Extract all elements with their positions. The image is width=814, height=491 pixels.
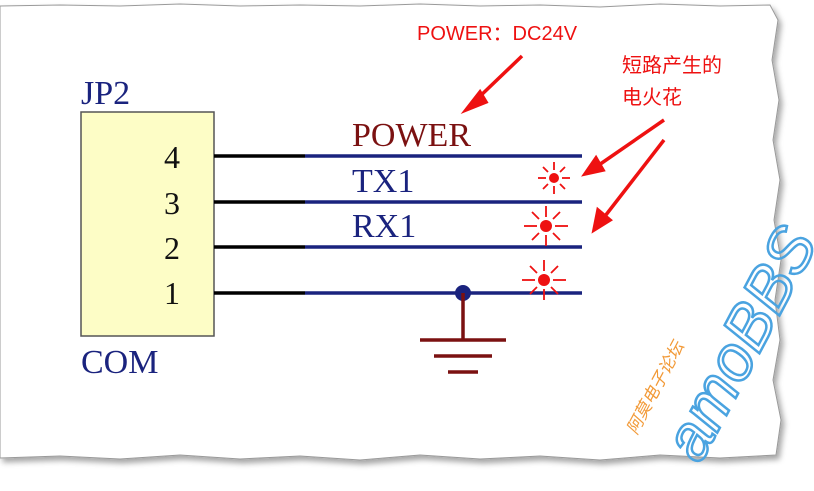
pin-number-1: 1 [164, 275, 180, 311]
spark-icon [538, 162, 570, 194]
comment-label: COM [81, 344, 158, 381]
pin-number-2: 2 [164, 230, 180, 266]
net-label-power: POWER [352, 117, 471, 154]
arrow-icon [595, 118, 665, 169]
pin-number-4: 4 [164, 139, 180, 175]
spark-annotation-line2: 电火花 [622, 86, 682, 109]
spark-icon [524, 206, 568, 246]
spark-annotation-line1: 短路产生的 [622, 54, 722, 77]
spark-icon [522, 260, 566, 300]
pin-number-3: 3 [164, 185, 180, 221]
pin-leads [214, 154, 305, 295]
supply-annotation: POWER：DC24V [417, 23, 578, 45]
net-label-tx1: TX1 [352, 163, 414, 200]
net-wires [305, 154, 582, 295]
arrow-icon [600, 138, 666, 222]
connector-body [80, 111, 215, 337]
ground-symbol [420, 293, 506, 374]
designator-label: JP2 [81, 75, 130, 112]
net-label-rx1: RX1 [352, 208, 416, 245]
annotation-arrows [460, 54, 666, 234]
